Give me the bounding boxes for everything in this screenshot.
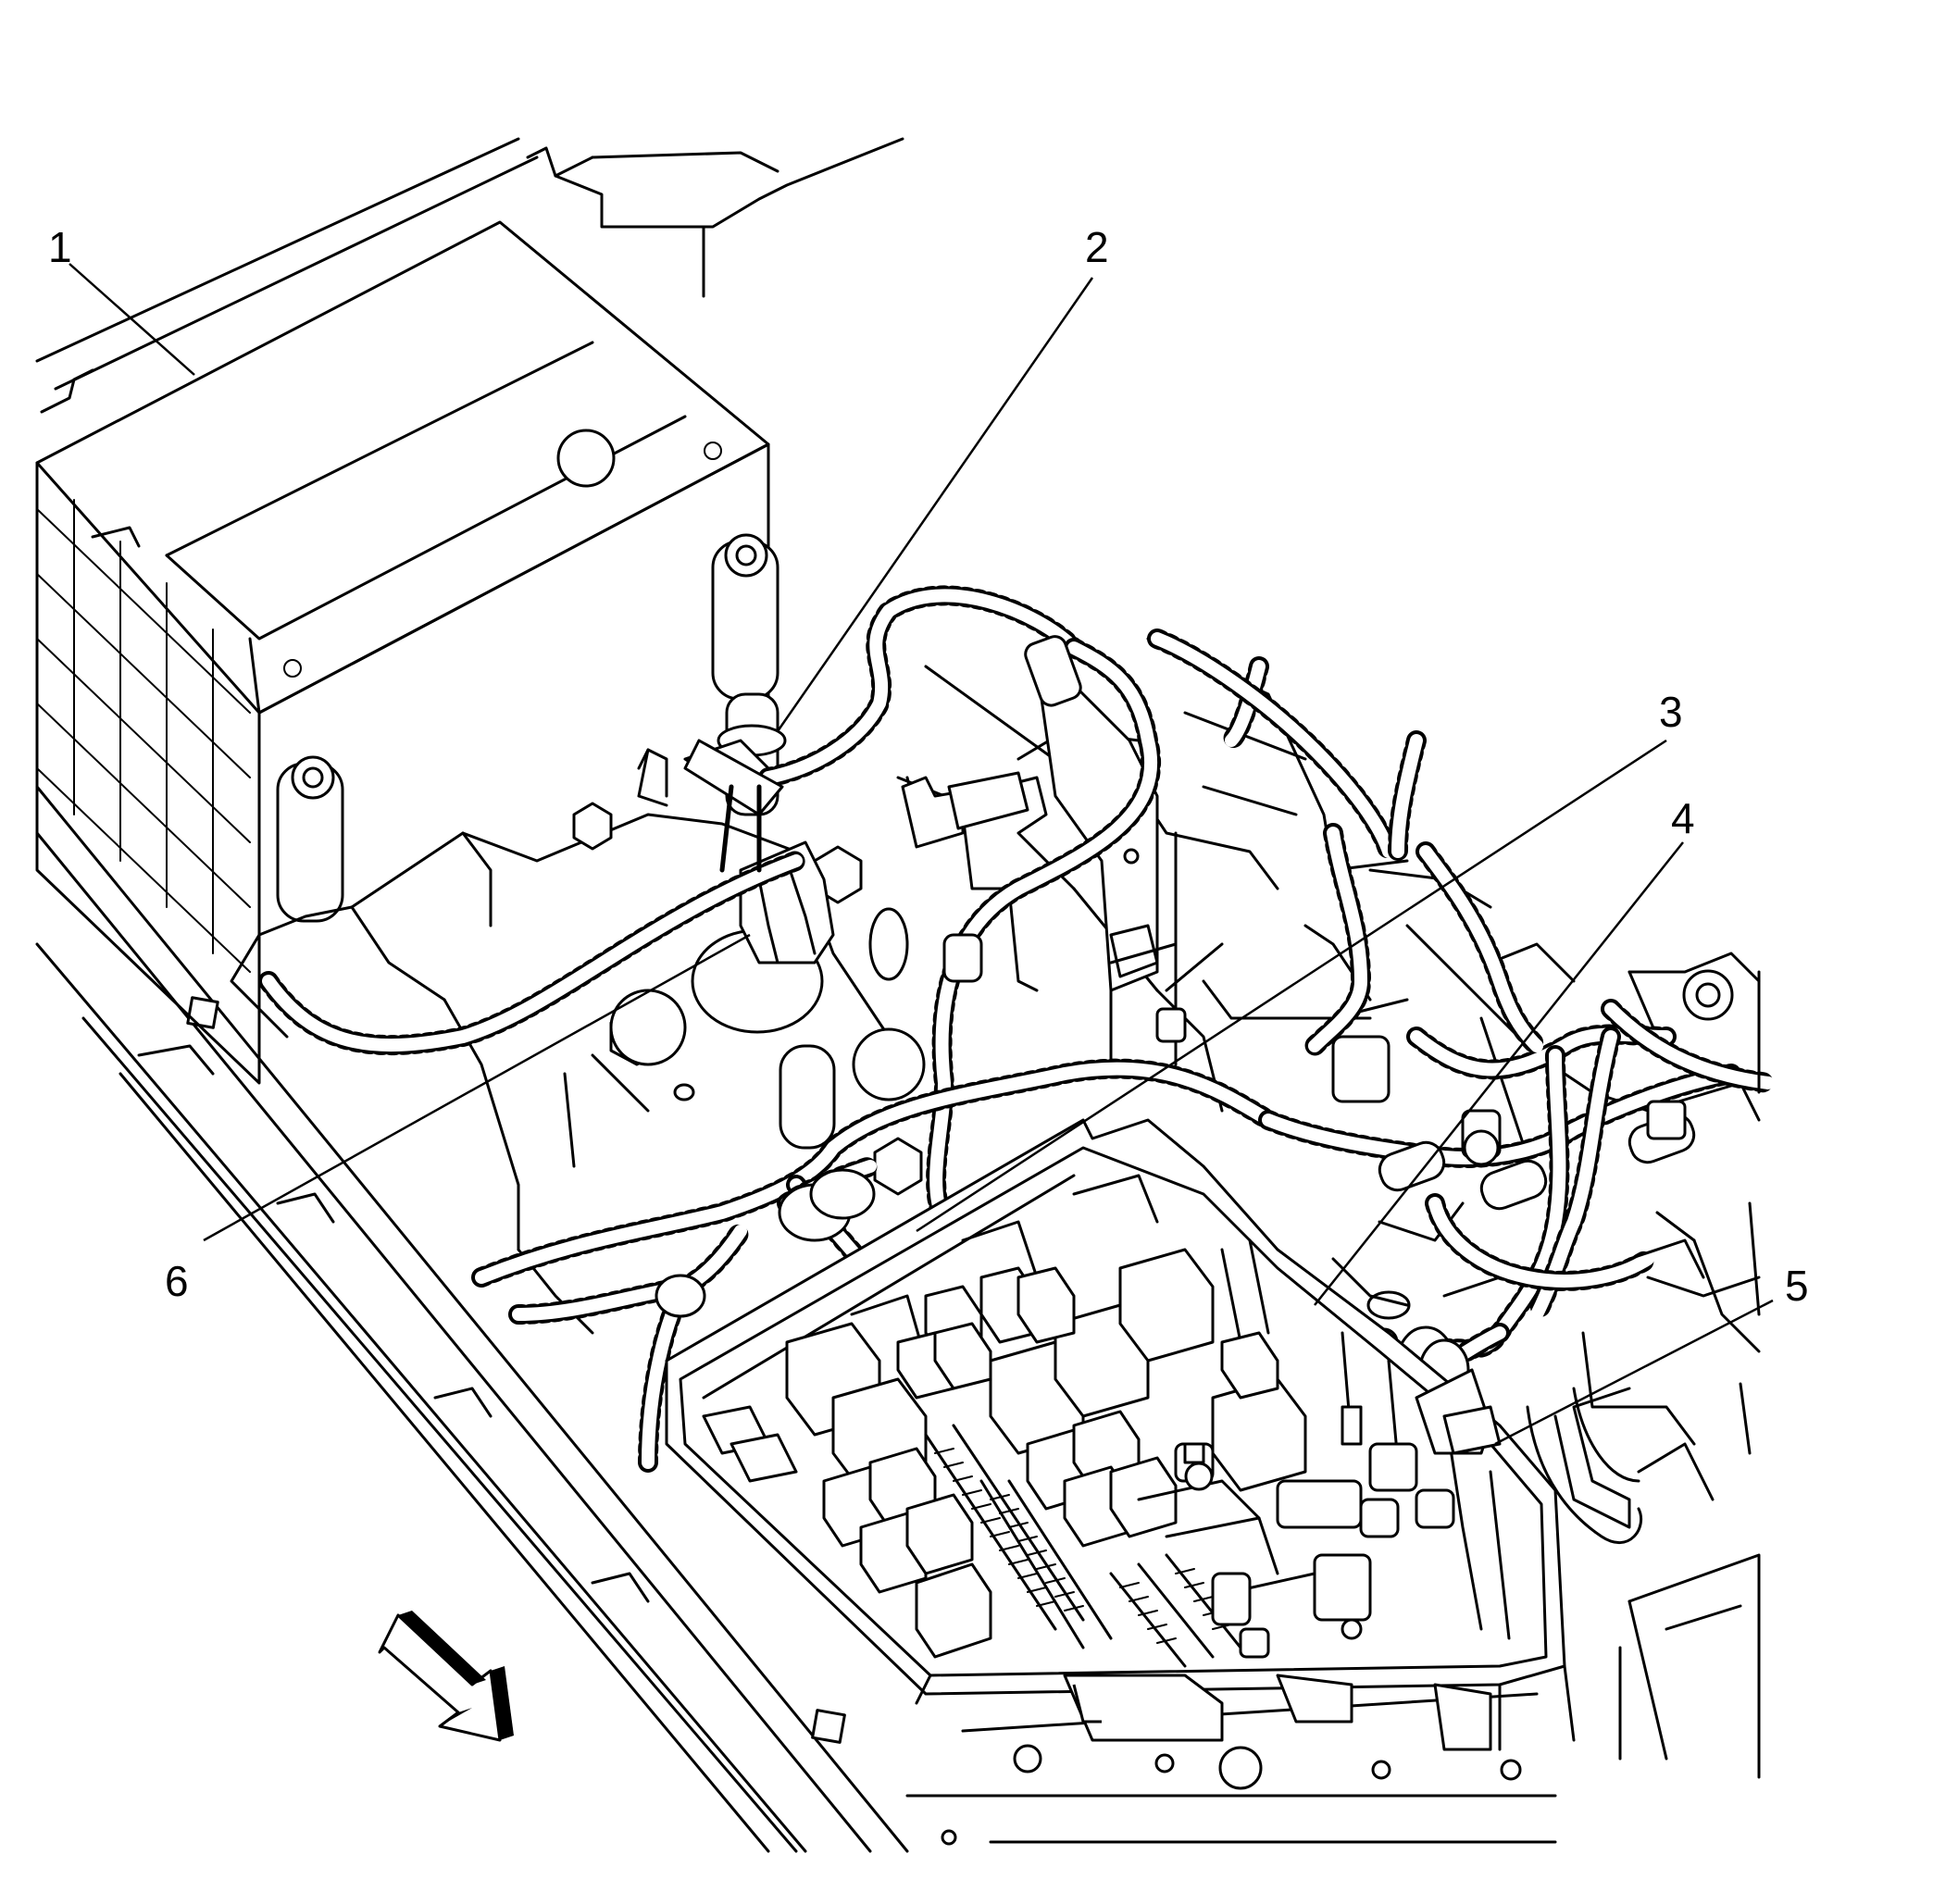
bolts — [572, 802, 1734, 1357]
battery-cable — [637, 739, 784, 873]
body-structure — [35, 137, 1761, 1853]
callout-4: 4 — [1671, 794, 1695, 842]
fuse-rows — [924, 1405, 1455, 1668]
battery-terminal-negative — [276, 755, 344, 923]
callout-5: 5 — [1785, 1262, 1809, 1310]
leader-2 — [776, 277, 1094, 732]
direction-arrow-icon — [378, 1611, 514, 1742]
leader-3 — [916, 739, 1667, 1233]
leader-4 — [1314, 841, 1684, 1306]
underhood-fuse-block — [665, 1118, 1576, 1751]
callout-2: 2 — [1085, 223, 1109, 271]
relays — [702, 1248, 1307, 1659]
wiring-harness — [258, 585, 1778, 1473]
leader-5 — [1494, 1299, 1774, 1446]
battery-grid — [36, 499, 251, 973]
callout-6: 6 — [165, 1257, 189, 1305]
right-fittings — [1463, 970, 1761, 1544]
battery — [35, 220, 787, 1085]
leader-1 — [69, 263, 195, 376]
callout-1: 1 — [48, 223, 72, 271]
callouts: 1 2 3 4 5 6 — [48, 223, 1809, 1310]
leader-lines — [69, 263, 1774, 1446]
top-connectors — [896, 1266, 1279, 1400]
callout-3: 3 — [1659, 688, 1683, 736]
engine-structure — [230, 637, 1761, 1529]
leader-6 — [203, 933, 751, 1242]
